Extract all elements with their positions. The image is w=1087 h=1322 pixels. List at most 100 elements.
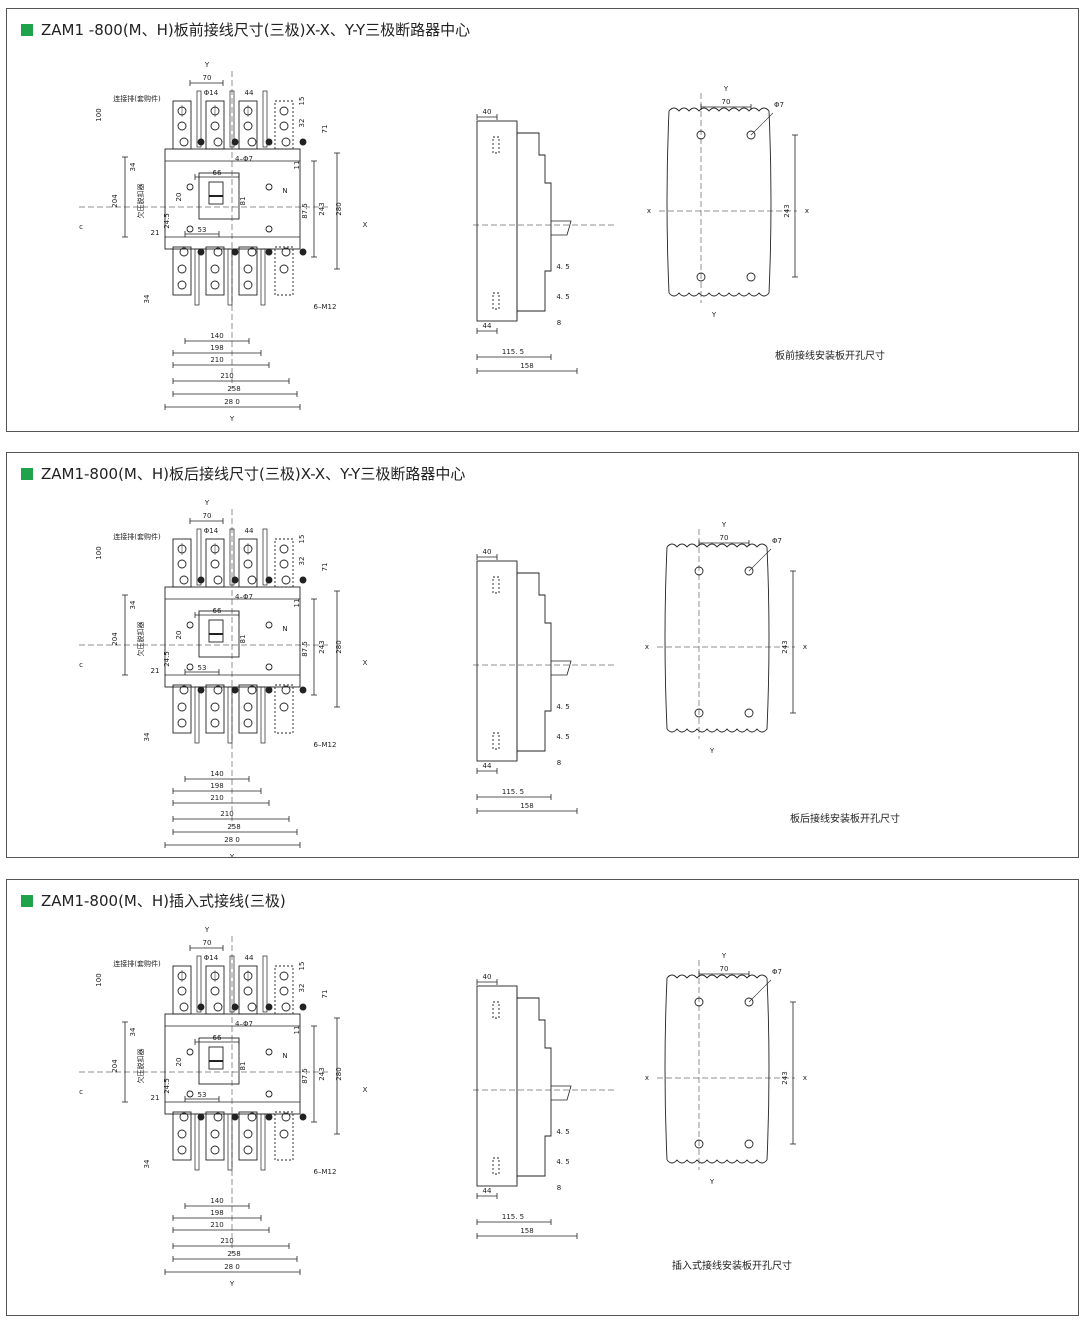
dimension-label: Φ7	[774, 101, 784, 109]
dimension-label: 11	[293, 161, 301, 170]
dimension-label: 44	[483, 762, 492, 770]
drawing-hole	[179, 685, 189, 695]
drawing-hole	[744, 997, 754, 1007]
panel-wavy-edge	[666, 974, 768, 979]
dimension-label: 15	[298, 97, 306, 106]
drawing-hole	[299, 138, 307, 146]
breaker-handle-side	[551, 220, 572, 236]
dimension-label: 28 0	[224, 398, 240, 406]
drawing-hole	[265, 1113, 273, 1121]
drawing-hole	[210, 1145, 220, 1155]
dimension-label: 40	[483, 973, 492, 981]
dimension-label: 连接排(套购件)	[113, 532, 161, 541]
drawing-rect	[194, 1113, 200, 1171]
dimension-label: Φ14	[204, 89, 219, 97]
dimension-label: 44	[483, 1187, 492, 1195]
drawing-hole	[265, 138, 273, 146]
drawing-hole	[213, 137, 223, 147]
dimension-label: 44	[245, 954, 254, 962]
drawing-rect	[238, 684, 258, 734]
drawing-rect	[198, 610, 240, 658]
drawing-hole	[197, 686, 205, 694]
dimension-label: 66	[213, 1034, 222, 1042]
green-square-icon	[21, 23, 33, 36]
dimension-label: x	[805, 207, 809, 215]
dimension-label: 115. 5	[502, 1213, 524, 1221]
drawing-hole	[279, 121, 289, 131]
dimension-label: 53	[198, 226, 207, 234]
dimension-label: 140	[210, 332, 223, 340]
dimension-label: X	[363, 221, 368, 229]
dimension-label: c	[79, 661, 83, 669]
drawing-hole	[247, 137, 257, 147]
panel-cutout-caption: 板后接线安装板开孔尺寸	[790, 814, 900, 825]
dimension-label: Y	[709, 1178, 715, 1186]
dimension-label: 53	[198, 664, 207, 672]
drawing-rect	[238, 1111, 258, 1161]
drawing-rect	[196, 955, 202, 1013]
dimension-label: 210	[220, 1237, 233, 1245]
drawing-hole	[177, 280, 187, 290]
drawing-hole	[281, 685, 291, 695]
drawing-hole	[177, 559, 187, 569]
section-rear-wiring: ZAM1-800(M、H)板后接线尺寸(三极)X-X、Y-Y三极断路器中心 70…	[6, 452, 1079, 858]
drawing-hole	[744, 1139, 754, 1149]
drawing-hole	[210, 121, 220, 131]
drawing-hole	[213, 1002, 223, 1012]
dimension-label: 4. 5	[556, 263, 569, 271]
section-front-wiring: ZAM1 -800(M、H)板前接线尺寸(三极)X-X、Y-Y三极断路器中心 7…	[6, 8, 1079, 432]
dimension-label: 70	[203, 939, 212, 947]
dimension-label: Y	[721, 521, 727, 529]
dimension-label: Y	[204, 499, 210, 507]
dimension-label: 210	[210, 1221, 223, 1229]
dimension-label: 40	[483, 108, 492, 116]
drawing-hole	[299, 686, 307, 694]
drawing-hole	[279, 702, 289, 712]
drawing-hole	[210, 702, 220, 712]
dimension-label: 258	[227, 1250, 240, 1258]
drawing-rect	[476, 120, 518, 322]
drawing-hole	[231, 138, 239, 146]
dimension-label: 21	[151, 667, 160, 675]
drawing-rect	[198, 172, 240, 220]
drawing-hole	[197, 1003, 205, 1011]
green-square-icon	[21, 467, 33, 480]
drawing-hole	[186, 183, 194, 191]
drawing-hole	[177, 1145, 187, 1155]
dimension-label: 4–Φ7	[235, 1020, 253, 1028]
dimension-label: x	[645, 643, 649, 651]
panel-wavy-edge	[666, 728, 768, 733]
dimension-label: 204	[111, 632, 119, 646]
dimension-label: 34	[129, 600, 137, 609]
dimension-label: Y	[229, 415, 235, 423]
dimension-label: 70	[720, 534, 729, 542]
drawing-hole	[299, 576, 307, 584]
dimension-label: 140	[210, 770, 223, 778]
drawing-hole	[231, 686, 239, 694]
drawing-rect	[274, 246, 294, 296]
dimension-label: 34	[143, 732, 151, 741]
drawing-hole	[210, 280, 220, 290]
panel-wavy-edge	[668, 292, 770, 297]
drawing-hole	[279, 559, 289, 569]
dimension-label: 210	[220, 810, 233, 818]
dimension-label: 87.5	[301, 641, 309, 657]
dimension-label: 243	[318, 1067, 326, 1080]
dimension-label: 81	[239, 1062, 247, 1071]
drawing-hole	[243, 280, 253, 290]
dimension-label: 20	[175, 1058, 183, 1067]
drawing-rect	[476, 560, 518, 762]
drawing-hole	[210, 264, 220, 274]
dimension-label: Y	[723, 85, 729, 93]
dimension-label: 21	[151, 1094, 160, 1102]
drawing-hole	[281, 137, 291, 147]
drawing-hole	[213, 575, 223, 585]
drawing-hole	[243, 264, 253, 274]
drawing-rect	[194, 686, 200, 744]
drawing-rect	[238, 246, 258, 296]
drawing-hole	[265, 663, 273, 671]
drawing-hole	[265, 248, 273, 256]
dimension-label: 87.5	[301, 1068, 309, 1084]
dimension-label: 4–Φ7	[235, 593, 253, 601]
dimension-label: 21	[151, 229, 160, 237]
